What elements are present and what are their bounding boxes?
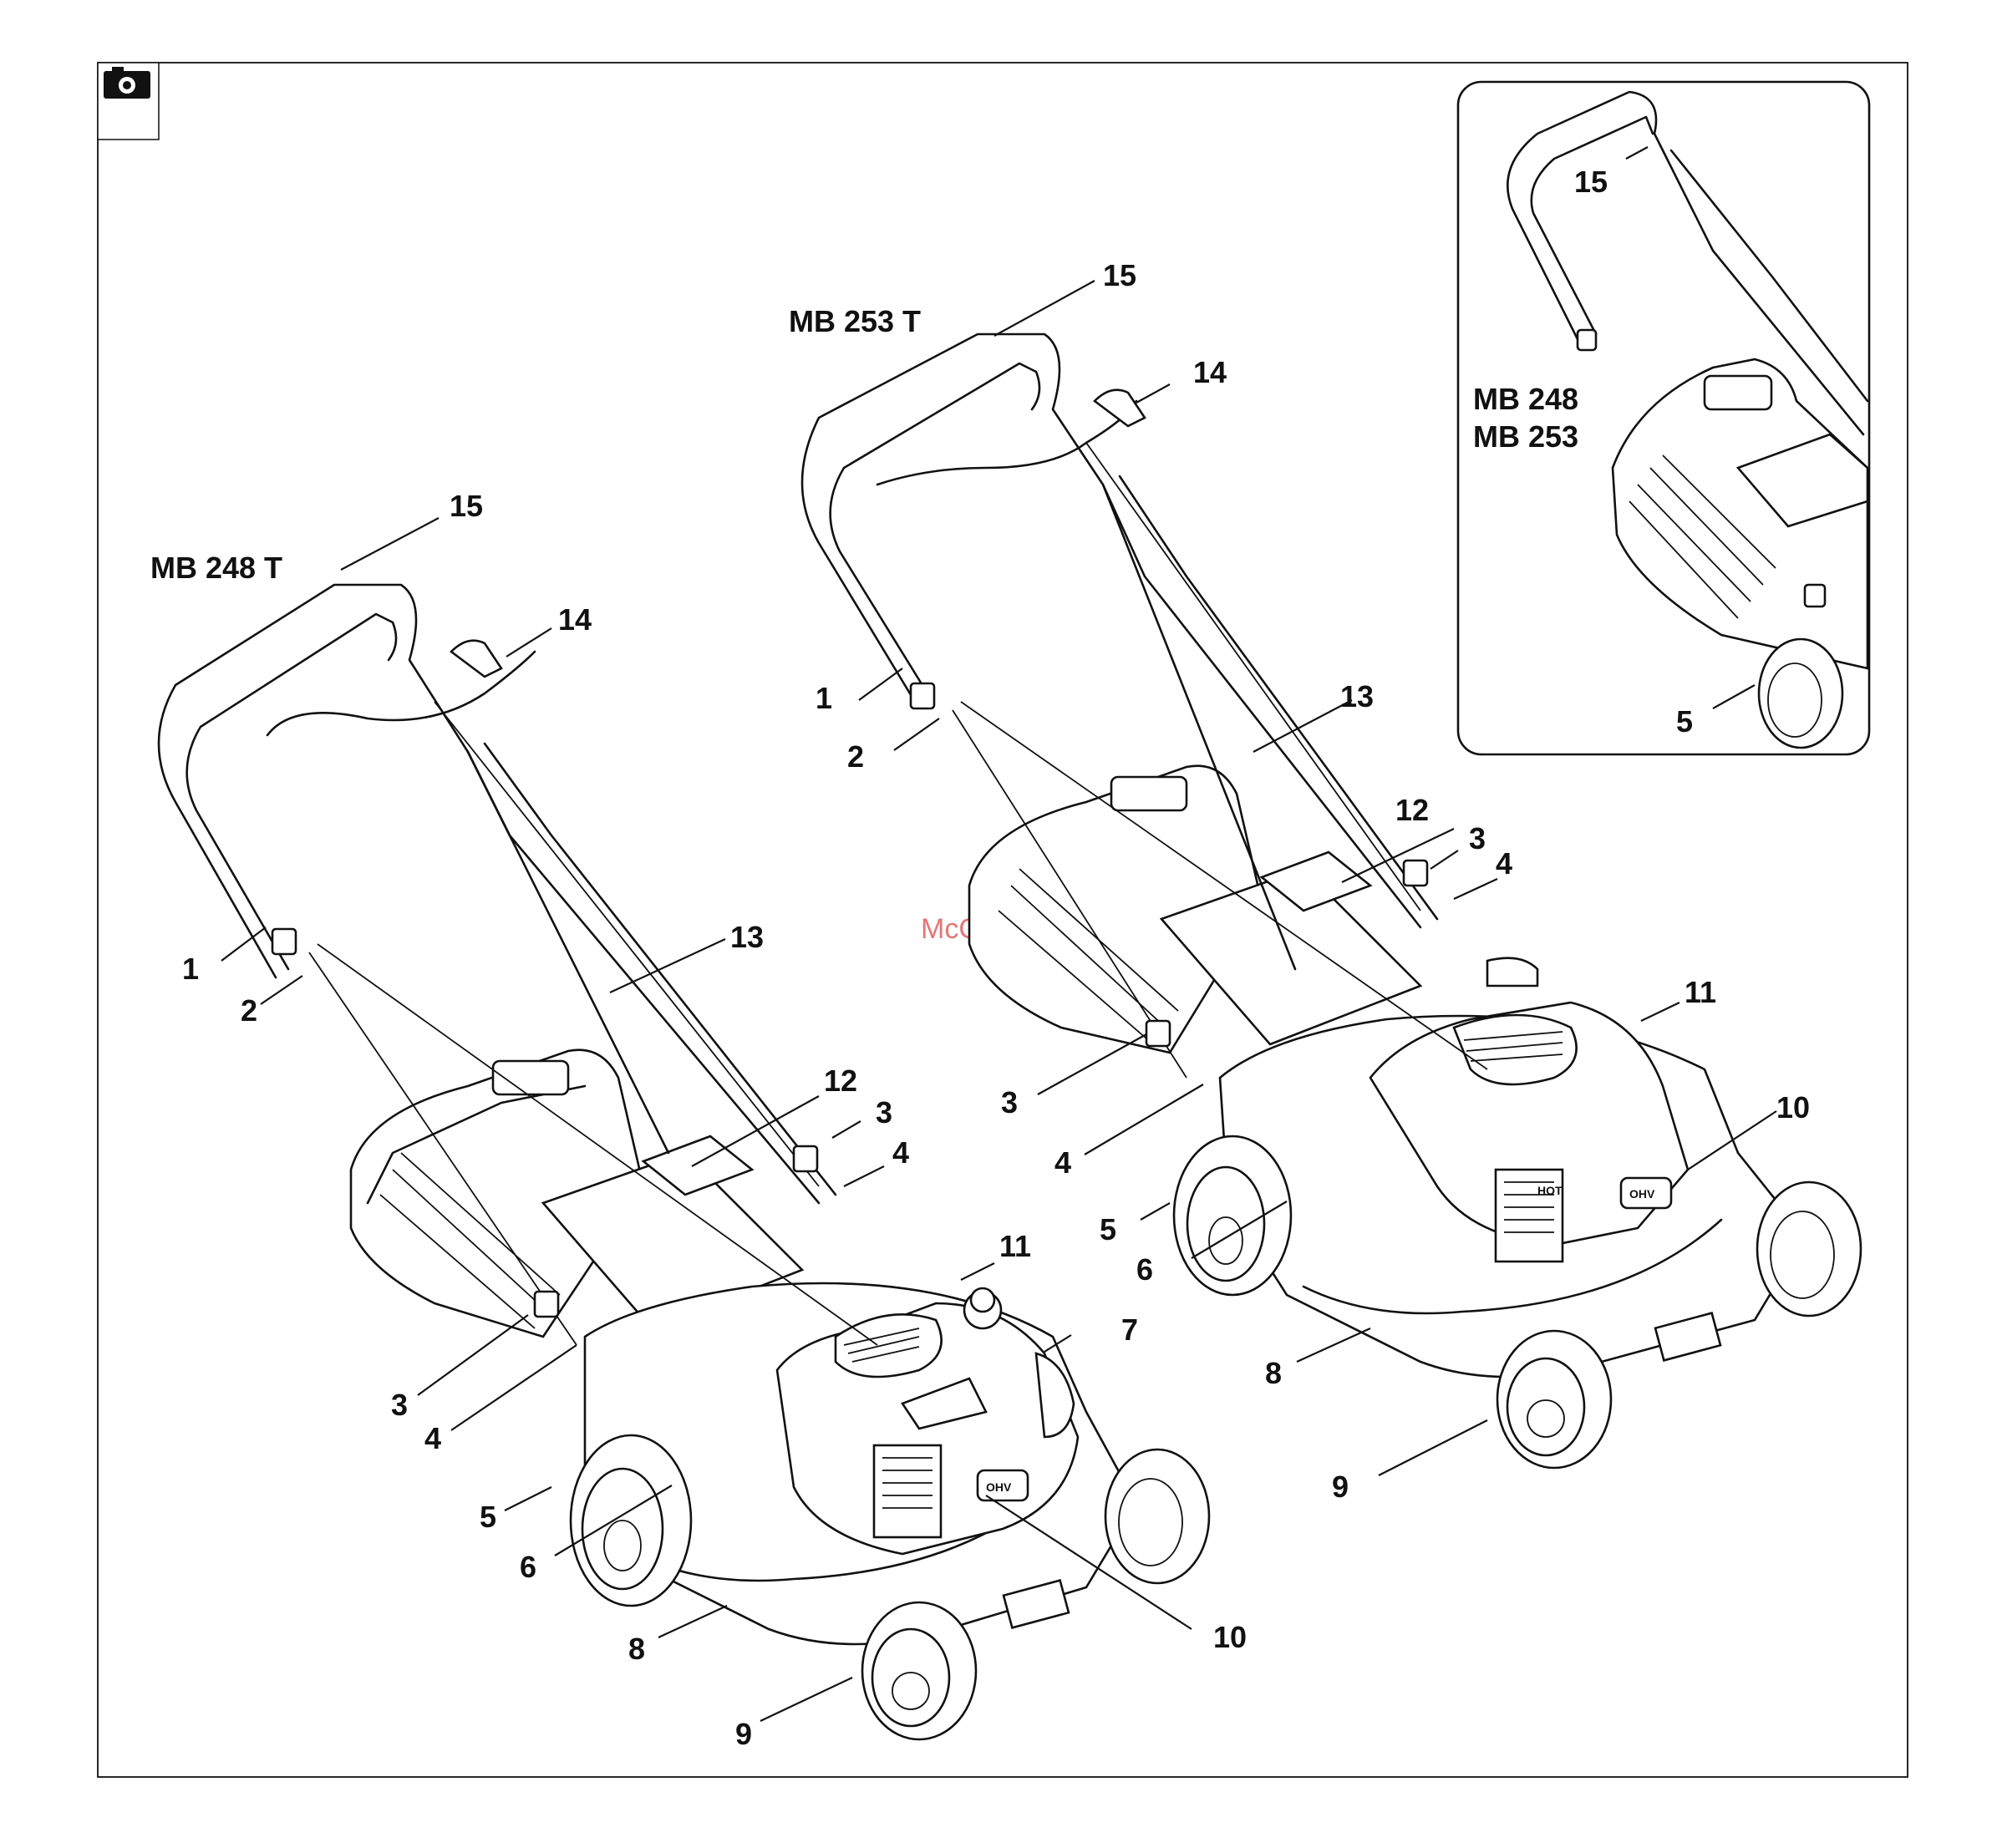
label-right-1: 1	[816, 681, 832, 715]
label-right-2: 2	[847, 739, 864, 774]
right-mower-rear-wheel	[1174, 1136, 1291, 1295]
label-left-10: 10	[1213, 1620, 1247, 1654]
label-left-15: 15	[450, 489, 483, 523]
right-mower-right-front-wheel	[1757, 1182, 1861, 1316]
label-left-4b: 4	[892, 1135, 909, 1170]
label-left-3b: 3	[876, 1095, 892, 1130]
label-right-3: 3	[1001, 1085, 1018, 1119]
label-right-15: 15	[1103, 258, 1136, 292]
label-right-4b: 4	[1496, 846, 1512, 881]
label-right-14: 14	[1193, 355, 1227, 389]
model-title-left: MB 248 T	[150, 551, 282, 585]
label-left-14: 14	[558, 602, 592, 637]
left-mower-rear-wheel	[571, 1435, 691, 1606]
label-right-8: 8	[1265, 1356, 1282, 1390]
label-right-3b: 3	[1469, 821, 1486, 855]
engine-hot-label: HOT	[1537, 1184, 1563, 1197]
engine-ohv-label-left: OHV	[986, 1480, 1012, 1494]
label-right-9: 9	[1332, 1470, 1349, 1504]
left-mower-right-front-wheel	[1105, 1449, 1209, 1583]
label-left-6: 6	[520, 1550, 536, 1584]
inset-model-1: MB 248	[1473, 382, 1578, 416]
label-right-6: 6	[1136, 1252, 1153, 1287]
label-left-7: 7	[1121, 1312, 1138, 1347]
inset-rear-wheel	[1759, 639, 1842, 748]
label-left-5: 5	[480, 1500, 496, 1534]
right-mower-front-wheel	[1497, 1331, 1611, 1468]
label-inset-5: 5	[1676, 704, 1693, 739]
label-right-5: 5	[1100, 1212, 1116, 1246]
label-right-12: 12	[1395, 793, 1429, 827]
left-mower-front-wheel	[862, 1602, 976, 1739]
label-left-9: 9	[735, 1717, 752, 1751]
label-left-11: 11	[999, 1229, 1031, 1263]
engine-ohv-label-right: OHV	[1629, 1187, 1655, 1201]
label-left-4: 4	[424, 1421, 441, 1455]
inset-model-2: MB 253	[1473, 419, 1578, 454]
label-inset-15: 15	[1574, 165, 1608, 199]
label-left-13: 13	[730, 920, 764, 954]
label-left-1: 1	[182, 952, 199, 986]
label-left-12: 12	[824, 1064, 857, 1098]
mower-left-drawing: OHV	[159, 585, 1209, 1739]
label-left-8: 8	[628, 1632, 645, 1666]
label-left-2: 2	[241, 993, 257, 1028]
label-right-13: 13	[1340, 679, 1374, 713]
label-right-4: 4	[1054, 1145, 1071, 1180]
model-title-right: MB 253 T	[789, 304, 921, 338]
label-right-10: 10	[1776, 1090, 1810, 1125]
label-right-11: 11	[1685, 975, 1716, 1009]
label-left-3: 3	[391, 1388, 408, 1422]
camera-icon	[98, 63, 159, 140]
